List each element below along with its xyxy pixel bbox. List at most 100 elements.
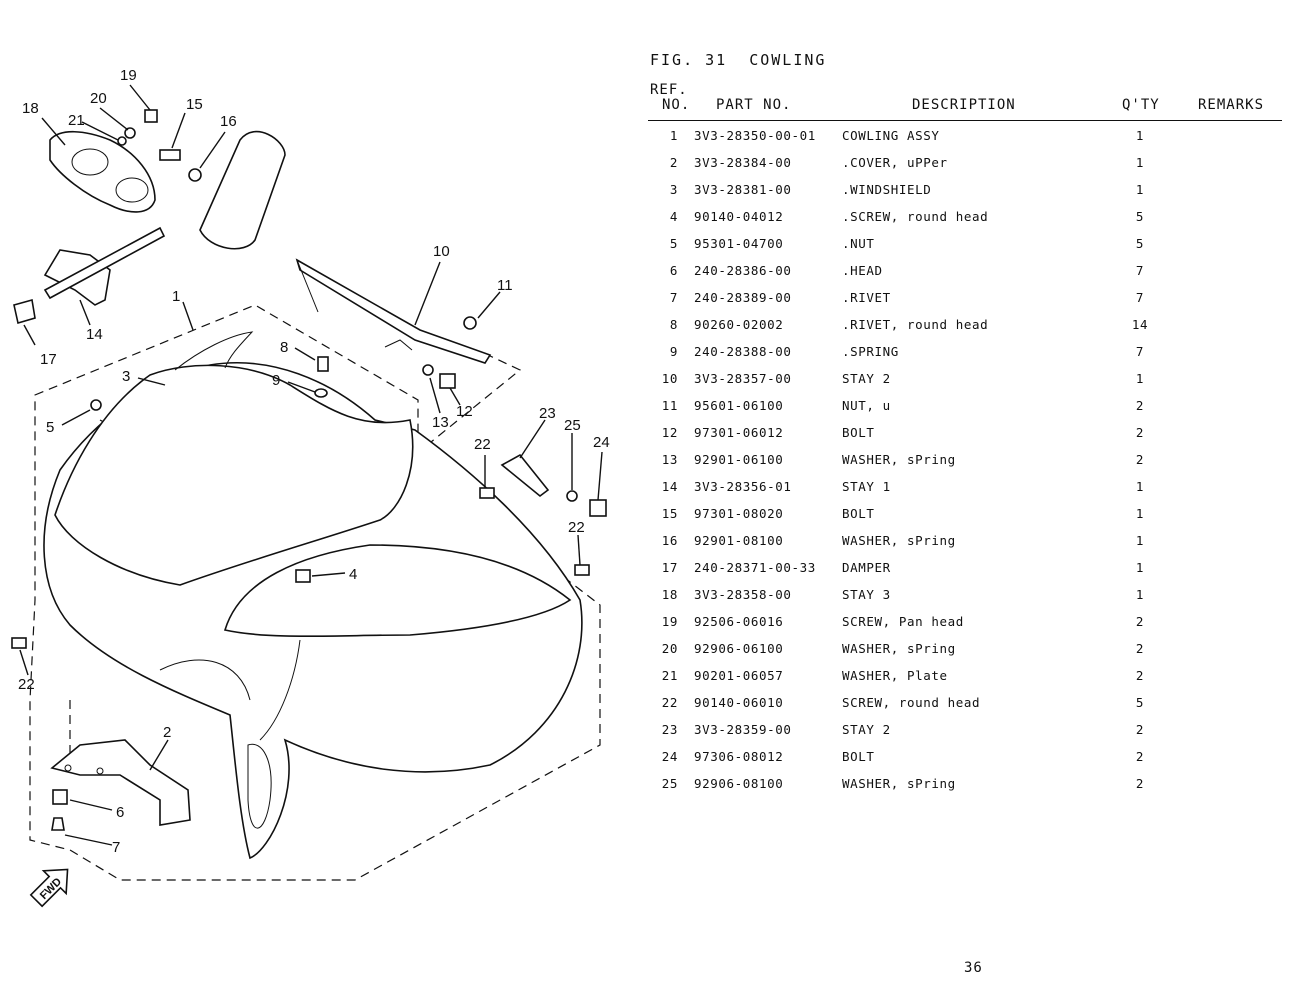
page-number: 36 [964, 960, 983, 976]
washer-20 [124, 127, 136, 139]
callout-3: 3 [122, 368, 130, 385]
assembly-guide [414, 354, 522, 456]
diagram-drawing: 1 2 3 4 5 6 7 8 9 10 11 12 13 14 15 16 1… [11, 67, 610, 908]
windshield-part [54, 364, 414, 586]
qty-cell: 2 [1135, 668, 1145, 683]
ref-cell: 10 [661, 371, 678, 386]
qty-cell: 5 [1135, 695, 1145, 710]
callout-13: 13 [432, 414, 449, 431]
callout-8: 8 [280, 339, 288, 356]
qty-cell: 1 [1135, 587, 1145, 602]
head-part [52, 789, 68, 805]
description-cell: WASHER, sPring [842, 776, 956, 791]
description-cell: WASHER, sPring [842, 641, 956, 656]
ref-cell: 7 [669, 290, 678, 305]
hole [96, 767, 104, 775]
part-number-cell: 240-28388-00 [694, 344, 792, 359]
part-number-cell: 95601-06100 [694, 398, 784, 413]
damper-part [13, 298, 36, 325]
ref-cell: 17 [661, 560, 678, 575]
part-number-cell: 3V3-28350-00-01 [694, 128, 816, 143]
description-cell: STAY 1 [842, 479, 891, 494]
qty-cell: 2 [1135, 749, 1145, 764]
qty-cell: 2 [1135, 614, 1145, 629]
description-cell: STAY 2 [842, 371, 891, 386]
ref-cell: 13 [661, 452, 678, 467]
ref-cell: 3 [669, 182, 678, 197]
ref-cell: 24 [661, 749, 678, 764]
callout-14: 14 [86, 326, 103, 343]
ref-cell: 25 [661, 776, 678, 791]
callout-1: 1 [172, 288, 180, 305]
header-no: NO. [662, 97, 691, 113]
spring-9 [314, 388, 328, 398]
qty-cell: 1 [1135, 128, 1145, 143]
qty-cell: 1 [1135, 533, 1145, 548]
qty-cell: 7 [1135, 344, 1145, 359]
stay-2-part [295, 258, 492, 364]
stay-2b-part [500, 453, 550, 498]
part-number-cell: 3V3-28384-00 [694, 155, 792, 170]
figure-name: COWLING [749, 51, 827, 69]
part-number-cell: 97306-08012 [694, 749, 784, 764]
nut-11 [463, 316, 477, 330]
header-description: DESCRIPTION [912, 97, 1016, 113]
description-cell: .HEAD [842, 263, 883, 278]
ref-cell: 5 [669, 236, 678, 251]
washer-16 [188, 168, 202, 182]
ref-cell: 15 [661, 506, 678, 521]
stay-3-hole [71, 148, 109, 176]
part-number-cell: 92901-06100 [694, 452, 784, 467]
rivet-part [51, 817, 65, 831]
description-cell: WASHER, sPring [842, 533, 956, 548]
callout-16: 16 [220, 113, 237, 130]
leader-lines [19, 84, 603, 846]
description-cell: SCREW, Pan head [842, 614, 964, 629]
figure-label: FIG. 31 [650, 51, 728, 69]
part-number-cell: 3V3-28356-01 [694, 479, 792, 494]
bolt-12 [439, 373, 456, 389]
qty-cell: 7 [1135, 263, 1145, 278]
callout-7: 7 [112, 839, 120, 856]
windshield-top [174, 331, 254, 371]
ref-cell: 1 [669, 128, 678, 143]
washer-13 [422, 364, 434, 376]
part-number-cell: 95301-04700 [694, 236, 784, 251]
rivet-8 [317, 356, 329, 372]
stay-2-tab [296, 259, 319, 313]
washer-25 [566, 490, 578, 502]
callout-20: 20 [90, 90, 107, 107]
callout-22: 22 [18, 676, 35, 693]
screw-22 [479, 487, 495, 499]
description-cell: BOLT [842, 425, 875, 440]
ref-cell: 4 [669, 209, 678, 224]
description-cell: .COVER, uPPer [842, 155, 948, 170]
qty-cell: 2 [1135, 398, 1145, 413]
description-cell: .SPRING [842, 344, 899, 359]
hole [64, 764, 72, 772]
ref-cell: 18 [661, 587, 678, 602]
part-number-cell: 90140-06010 [694, 695, 784, 710]
callout-25: 25 [564, 417, 581, 434]
washer-21 [117, 136, 127, 146]
qty-cell: 7 [1135, 290, 1145, 305]
table-header: REF. NO. PART NO. DESCRIPTION Q'TY REMAR… [648, 82, 1282, 121]
part-number-cell: 240-28389-00 [694, 290, 792, 305]
description-cell: DAMPER [842, 560, 891, 575]
